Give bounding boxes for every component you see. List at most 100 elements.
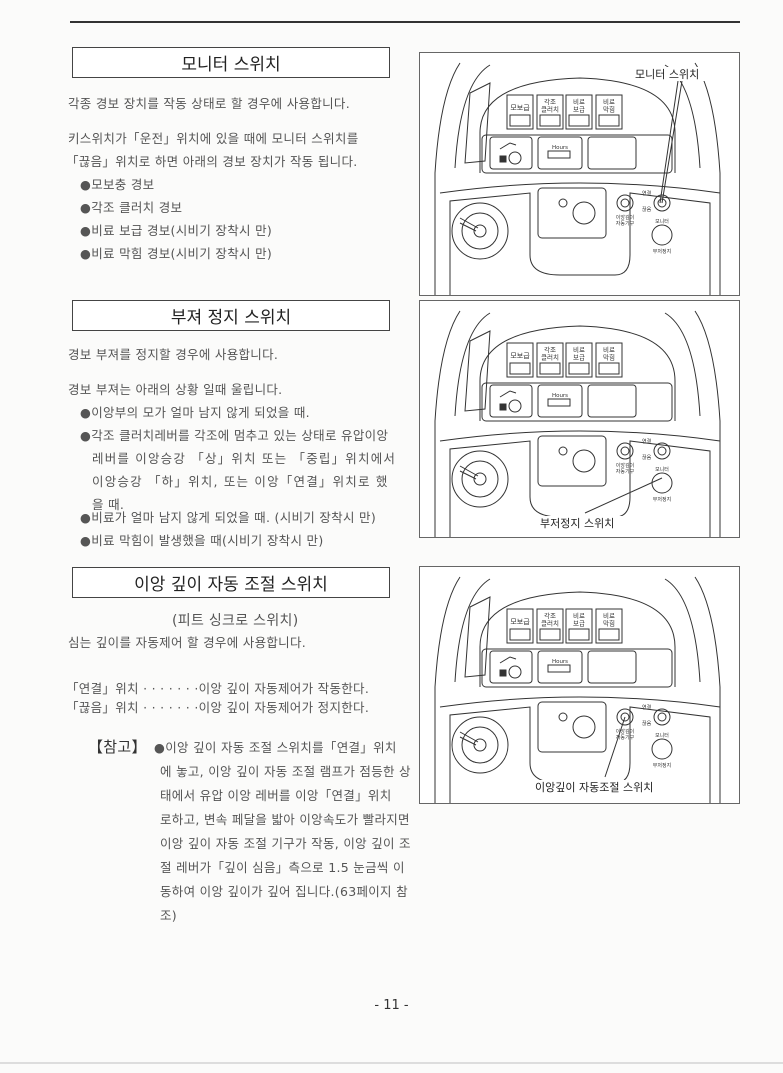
panel-label: 막힘 bbox=[603, 105, 615, 114]
panel-label: 보급 bbox=[573, 106, 585, 114]
panel-label: 비료 bbox=[573, 345, 585, 354]
fuel-gauge bbox=[489, 136, 533, 170]
key-switch bbox=[451, 716, 509, 774]
bullet-item: ●모보충 경보 bbox=[80, 177, 155, 192]
warning-lamp: 비료 보급 bbox=[565, 342, 593, 378]
position-description: 「끊음」위치 · · · · · · ·이앙 깊이 자동제어가 정지한다. bbox=[66, 700, 370, 715]
paragraph: 경보 부져는 아래의 상황 일때 울립니다. bbox=[68, 382, 283, 397]
fuel-gauge bbox=[489, 384, 533, 418]
panel-label: 막힘 bbox=[603, 353, 615, 362]
off-label: 끊음 bbox=[642, 207, 652, 213]
warning-lamp: 비료 보급 bbox=[565, 94, 593, 130]
note-line: 로하고, 변속 페달을 밟아 이앙속도가 빨라지면 bbox=[160, 812, 410, 827]
callout-label: 모니터 스위치 bbox=[635, 68, 699, 81]
bullet-item: ●각조 클러치레버를 각조에 멈추고 있는 상태로 유압이앙 bbox=[80, 428, 389, 443]
hours-label: Hours bbox=[552, 659, 568, 665]
panel-label: 자동기구 bbox=[616, 734, 635, 741]
paragraph: 각종 경보 장치를 작동 상태로 할 경우에 사용합니다. bbox=[68, 96, 350, 111]
on-label: 연결 bbox=[642, 190, 652, 197]
bullet-continuation: 을 때. bbox=[92, 497, 125, 512]
panel-label: 이앙깊이 bbox=[616, 462, 634, 469]
hour-meter bbox=[537, 136, 583, 170]
horn-button bbox=[572, 449, 596, 473]
callout-label: 이앙깊이 자동조절 스위치 bbox=[535, 781, 653, 794]
panel-label: 이앙깊이 bbox=[616, 214, 634, 221]
off-label: 끊음 bbox=[642, 455, 652, 461]
note-line: ●이앙 깊이 자동 조절 스위치를「연결」위치 bbox=[154, 740, 397, 755]
panel-label: 각조 bbox=[544, 346, 556, 354]
hours-label: Hours bbox=[552, 145, 568, 151]
panel-label: 모보급 bbox=[510, 618, 530, 626]
panel-label: 비료 bbox=[573, 611, 585, 620]
callout-leader bbox=[661, 80, 683, 204]
warning-lamp: 비료 막힘 bbox=[595, 342, 623, 378]
bullet-item: ●비료 막힘이 발생했을 때(시비기 장착시 만) bbox=[80, 533, 324, 548]
bullet-item: ●비료 막힘 경보(시비기 장착시 만) bbox=[80, 246, 273, 261]
warning-lamp: 모보급 bbox=[506, 608, 534, 644]
paragraph: 경보 부져를 정지할 경우에 사용합니다. bbox=[68, 347, 279, 362]
warning-lamp: 비료 막힘 bbox=[595, 94, 623, 130]
panel-outline bbox=[434, 310, 461, 537]
paragraph: 심는 깊이를 자동제어 할 경우에 사용합니다. bbox=[68, 635, 307, 650]
warning-lamp: 각조 클러치 bbox=[536, 94, 564, 130]
hours-label: Hours bbox=[552, 393, 568, 399]
monitor-switch bbox=[653, 194, 671, 212]
panel-label: 모보급 bbox=[510, 352, 530, 360]
warning-lamp: 비료 보급 bbox=[565, 608, 593, 644]
section-heading-monitor-switch: 모니터 스위치 bbox=[72, 47, 390, 78]
panel-label: 비료 bbox=[603, 345, 615, 354]
section-subtitle: (피트 싱크로 스위치) bbox=[172, 613, 299, 629]
scan-edge bbox=[0, 1062, 783, 1064]
warning-lamp: 비료 막힘 bbox=[595, 608, 623, 644]
buzzer-label: 부저정지 bbox=[653, 496, 671, 503]
section-heading-depth-control-switch: 이앙 깊이 자동 조절 스위치 bbox=[72, 567, 390, 598]
panel-label: 비료 bbox=[573, 97, 585, 106]
monitor-label: 모니터 bbox=[655, 466, 669, 473]
warning-lamp: 모보급 bbox=[506, 342, 534, 378]
panel-label: 클러치 bbox=[541, 619, 559, 628]
on-label: 연결 bbox=[642, 704, 652, 711]
key-switch bbox=[451, 450, 509, 508]
monitor-label: 모니터 bbox=[655, 218, 669, 225]
depth-control-switch bbox=[616, 194, 634, 212]
depth-control-switch bbox=[616, 442, 634, 460]
warning-lamp: 모보급 bbox=[506, 94, 534, 130]
panel-outline bbox=[434, 62, 461, 295]
throttle-housing bbox=[537, 435, 607, 487]
key-switch bbox=[451, 202, 509, 260]
panel-label: 막힘 bbox=[603, 619, 615, 628]
paragraph: 키스위치가「운전」위치에 있을 때에 모니터 스위치를 bbox=[68, 131, 359, 146]
monitor-label: 모니터 bbox=[655, 732, 669, 739]
note-line: 조) bbox=[160, 908, 177, 923]
note-line: 에 놓고, 이앙 깊이 자동 조절 램프가 점등한 상 bbox=[160, 764, 411, 779]
note-line: 태에서 유압 이앙 레버를 이앙「연결」위치 bbox=[160, 788, 392, 803]
warning-lamp: 각조 클러치 bbox=[536, 342, 564, 378]
section-heading-buzzer-stop-switch: 부져 정지 스위치 bbox=[72, 300, 390, 331]
figure-monitor-switch: 모보급 각조 클러치 비료 보급 비료 막힘 Hours 연결 끊음 이앙깊이 … bbox=[419, 52, 740, 296]
panel-label: 보급 bbox=[573, 354, 585, 362]
note-label: 【참고】 bbox=[88, 738, 147, 756]
fuel-gauge bbox=[489, 650, 533, 684]
horn-button bbox=[572, 201, 596, 225]
panel-label: 이앙깊이 bbox=[616, 728, 634, 735]
position-description: 「연결」위치 · · · · · · ·이앙 깊이 자동제어가 작동한다. bbox=[66, 681, 370, 696]
note-line: 동하여 이앙 깊이가 깊어 집니다.(63페이지 참 bbox=[160, 884, 408, 899]
panel-label: 클러치 bbox=[541, 353, 559, 362]
note-line: 이앙 깊이 자동 조절 기구가 작동, 이앙 깊이 조 bbox=[160, 836, 411, 851]
off-label: 끊음 bbox=[642, 721, 652, 727]
panel-outline bbox=[434, 576, 461, 803]
monitor-switch bbox=[653, 708, 671, 726]
callout-leader bbox=[584, 477, 663, 514]
buzzer-label: 부저정지 bbox=[653, 248, 671, 255]
panel-label: 비료 bbox=[603, 97, 615, 106]
panel-label: 클러치 bbox=[541, 105, 559, 114]
panel-label: 자동기구 bbox=[616, 468, 635, 475]
hour-meter bbox=[537, 650, 583, 684]
note-line: 절 레버가「깊이 심음」측으로 1.5 눈금씩 이 bbox=[160, 860, 405, 875]
horn-button bbox=[572, 715, 596, 739]
monitor-switch bbox=[653, 442, 671, 460]
throttle-housing bbox=[537, 701, 607, 753]
bullet-item: ●비료가 얼마 남지 않게 되었을 때. (시비기 장착시 만) bbox=[80, 510, 377, 525]
bullet-continuation: 레버를 이앙승강 「상」위치 또는 「중립」위치에서 bbox=[92, 451, 397, 466]
